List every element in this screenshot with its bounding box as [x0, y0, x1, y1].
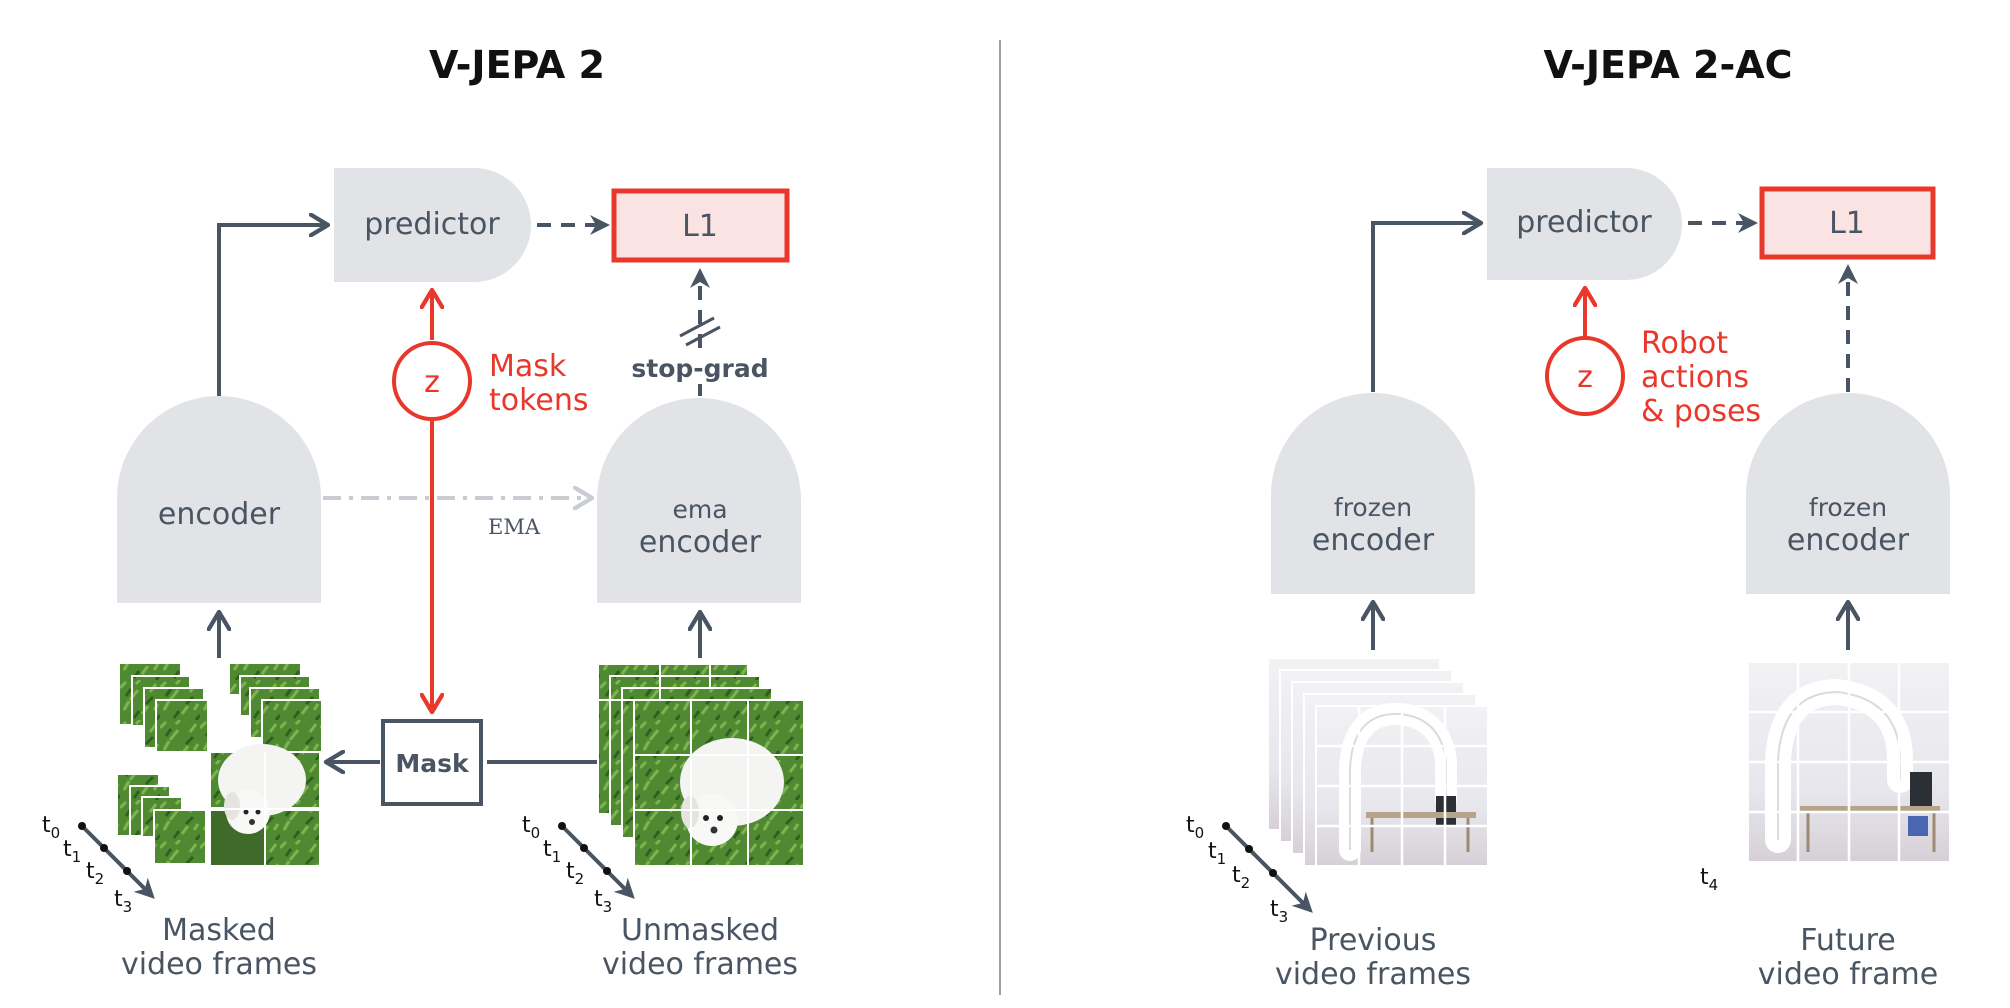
ac-frozen-encoder-right [1746, 393, 1950, 594]
z-circle [392, 341, 472, 421]
ema-encoder-label-top: ema [672, 495, 727, 524]
future-video-frame [1747, 661, 1951, 863]
ema-encoder-shape [597, 398, 801, 603]
encoder-label: encoder [158, 497, 281, 532]
svg-text:t1: t1 [63, 837, 81, 866]
stopgrad-slash-1 [679, 316, 715, 338]
right-title: V-JEPA 2-AC [1543, 43, 1792, 87]
future-time-label: t4 [1700, 865, 1718, 894]
ac-frozen-left-top: frozen [1334, 493, 1412, 522]
ac-z-label: z [1577, 360, 1593, 395]
svg-text:t0: t0 [42, 813, 60, 842]
unmasked-caption-2: video frames [602, 947, 798, 982]
stopgrad-bg [636, 354, 764, 384]
unmasked-video-frames [597, 663, 805, 867]
svg-text:t3: t3 [1270, 897, 1288, 926]
encoder-to-predictor-arrow [217, 225, 328, 396]
svg-text:t2: t2 [566, 859, 584, 888]
ac-z-circle [1545, 336, 1625, 416]
loss-label: L1 [682, 209, 718, 244]
mask-tokens-label-2: tokens [489, 383, 589, 418]
future-caption-1: Future [1800, 923, 1896, 958]
previous-caption-1: Previous [1310, 923, 1437, 958]
mask-box [381, 719, 483, 806]
future-caption-2: video frame [1758, 957, 1938, 992]
svg-text:t0: t0 [522, 813, 540, 842]
ema-arrow-label: EMA [488, 515, 541, 539]
ac-loss-label: L1 [1829, 206, 1865, 241]
masked-video-frames [118, 664, 323, 867]
svg-text:t2: t2 [1232, 863, 1250, 892]
left-title: V-JEPA 2 [429, 43, 605, 87]
svg-text:t3: t3 [594, 887, 612, 916]
unmasked-time-axis: t0 t1 t2 t3 [522, 813, 635, 916]
stopgrad-label: stop-grad [631, 354, 768, 383]
mask-box-label: Mask [395, 749, 470, 778]
svg-text:t3: t3 [114, 887, 132, 916]
svg-text:t2: t2 [86, 859, 104, 888]
svg-text:t0: t0 [1186, 813, 1204, 842]
ac-loss-box [1759, 186, 1936, 260]
svg-text:t1: t1 [1208, 839, 1226, 868]
ac-frozen-encoder-left [1271, 393, 1475, 594]
ac-predictor-label: predictor [1516, 205, 1652, 240]
encoder-shape [117, 396, 321, 603]
z-label: z [424, 365, 440, 400]
ema-encoder-label-bottom: encoder [639, 525, 762, 560]
previous-caption-2: video frames [1275, 957, 1471, 992]
predictor-shape [334, 168, 531, 282]
ac-encoder-to-predictor-arrow [1371, 223, 1481, 392]
predictor-label: predictor [364, 207, 500, 242]
ac-predictor-shape [1487, 168, 1682, 280]
masked-caption-2: video frames [121, 947, 317, 982]
ac-robot-label-1: Robot [1641, 326, 1728, 361]
previous-video-frames [1267, 657, 1489, 867]
ac-robot-label-3: & poses [1641, 394, 1761, 429]
masked-caption-1: Masked [162, 913, 276, 948]
svg-text:t1: t1 [543, 837, 561, 866]
stopgrad-slash-2 [685, 325, 721, 347]
unmasked-caption-1: Unmasked [621, 913, 779, 948]
mask-tokens-label-1: Mask [489, 349, 567, 384]
ac-frozen-left-bottom: encoder [1312, 523, 1435, 558]
ac-robot-label-2: actions [1641, 360, 1749, 395]
ac-frozen-right-bottom: encoder [1787, 523, 1910, 558]
loss-box [611, 188, 790, 263]
masked-time-axis: t0 t1 t2 t3 [42, 813, 155, 916]
previous-time-axis: t0 t1 t2 t3 [1186, 813, 1313, 926]
ac-frozen-right-top: frozen [1809, 493, 1887, 522]
